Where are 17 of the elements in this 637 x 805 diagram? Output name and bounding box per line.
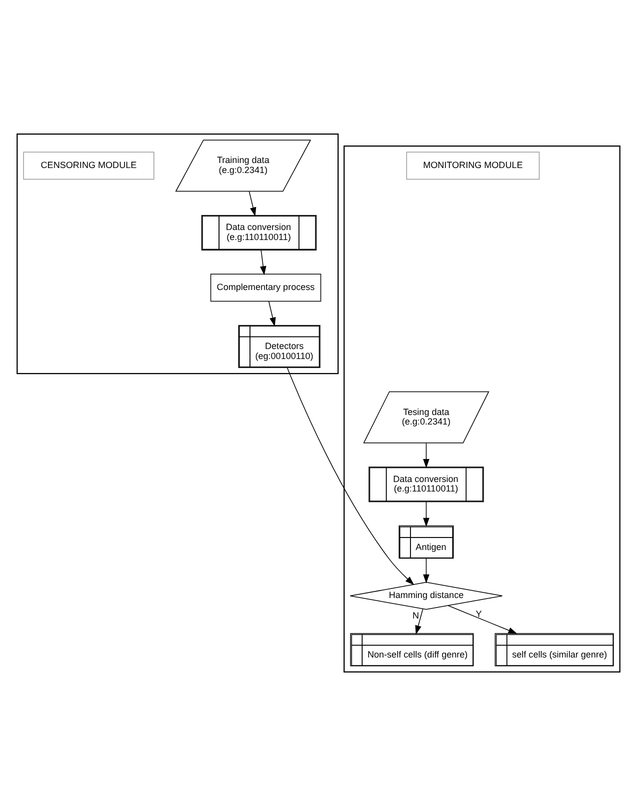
arrow: [248, 190, 256, 216]
node-box: Complementary process: [210, 273, 322, 302]
node-box: MONITORING MODULE: [406, 151, 540, 180]
arrow: [415, 608, 424, 634]
arrow: [286, 366, 414, 585]
cluster: [344, 145, 620, 672]
node-diamond: Hamming distance: [350, 581, 503, 610]
arrow: [423, 558, 430, 583]
edge-label: Y: [476, 608, 482, 618]
node-box: CENSORING MODULE: [23, 151, 154, 180]
arrow: [423, 501, 430, 526]
arrow: [268, 300, 276, 326]
cluster: [16, 132, 339, 374]
arrow: [448, 604, 518, 634]
arrow: [260, 249, 266, 275]
arrow: [423, 442, 430, 468]
edge-label: N: [412, 610, 420, 620]
